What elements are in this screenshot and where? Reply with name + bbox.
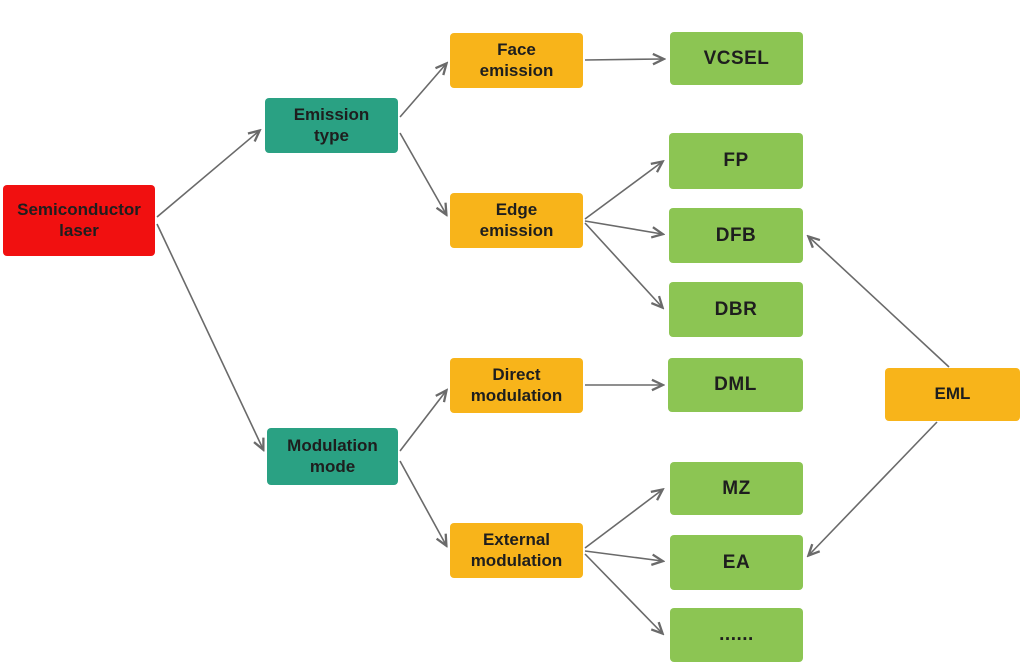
node-fp: FP bbox=[669, 133, 803, 189]
edge-emission-type-to-edge-emission bbox=[399, 132, 446, 214]
edge-semiconductor-laser-to-emission-type bbox=[156, 131, 259, 218]
node-mz: MZ bbox=[670, 462, 803, 515]
node-semiconductor-laser: Semiconductor laser bbox=[3, 185, 155, 256]
edge-modulation-mode-to-direct-modulation bbox=[399, 391, 446, 452]
node-face-emission: Face emission bbox=[450, 33, 583, 88]
node-ea: EA bbox=[670, 535, 803, 590]
edge-semiconductor-laser-to-modulation-mode bbox=[156, 223, 263, 449]
edge-eml-to-ea bbox=[809, 421, 938, 555]
edge-emission-type-to-face-emission bbox=[399, 64, 446, 118]
edge-edge-emission-to-dbr bbox=[584, 222, 662, 307]
node-direct-modulation: Direct modulation bbox=[450, 358, 583, 413]
edge-external-modulation-to-mz bbox=[584, 490, 662, 549]
edge-eml-to-dfb bbox=[809, 237, 950, 368]
edge-modulation-mode-to-external-modulation bbox=[399, 460, 446, 545]
edge-edge-emission-to-dfb bbox=[584, 220, 662, 234]
node-emission-type: Emission type bbox=[265, 98, 398, 153]
node-more-leaf: ...... bbox=[670, 608, 803, 662]
node-eml: EML bbox=[885, 368, 1020, 421]
node-modulation-mode: Modulation mode bbox=[267, 428, 398, 485]
node-dbr: DBR bbox=[669, 282, 803, 337]
edge-face-emission-to-vcsel bbox=[584, 59, 663, 60]
edge-external-modulation-to-ea bbox=[584, 550, 662, 561]
node-edge-emission: Edge emission bbox=[450, 193, 583, 248]
node-dfb: DFB bbox=[669, 208, 803, 263]
node-vcsel: VCSEL bbox=[670, 32, 803, 85]
edge-external-modulation-to-more bbox=[584, 553, 662, 633]
edge-edge-emission-to-fp bbox=[584, 162, 662, 220]
node-dml: DML bbox=[668, 358, 803, 412]
node-external-modulation: External modulation bbox=[450, 523, 583, 578]
